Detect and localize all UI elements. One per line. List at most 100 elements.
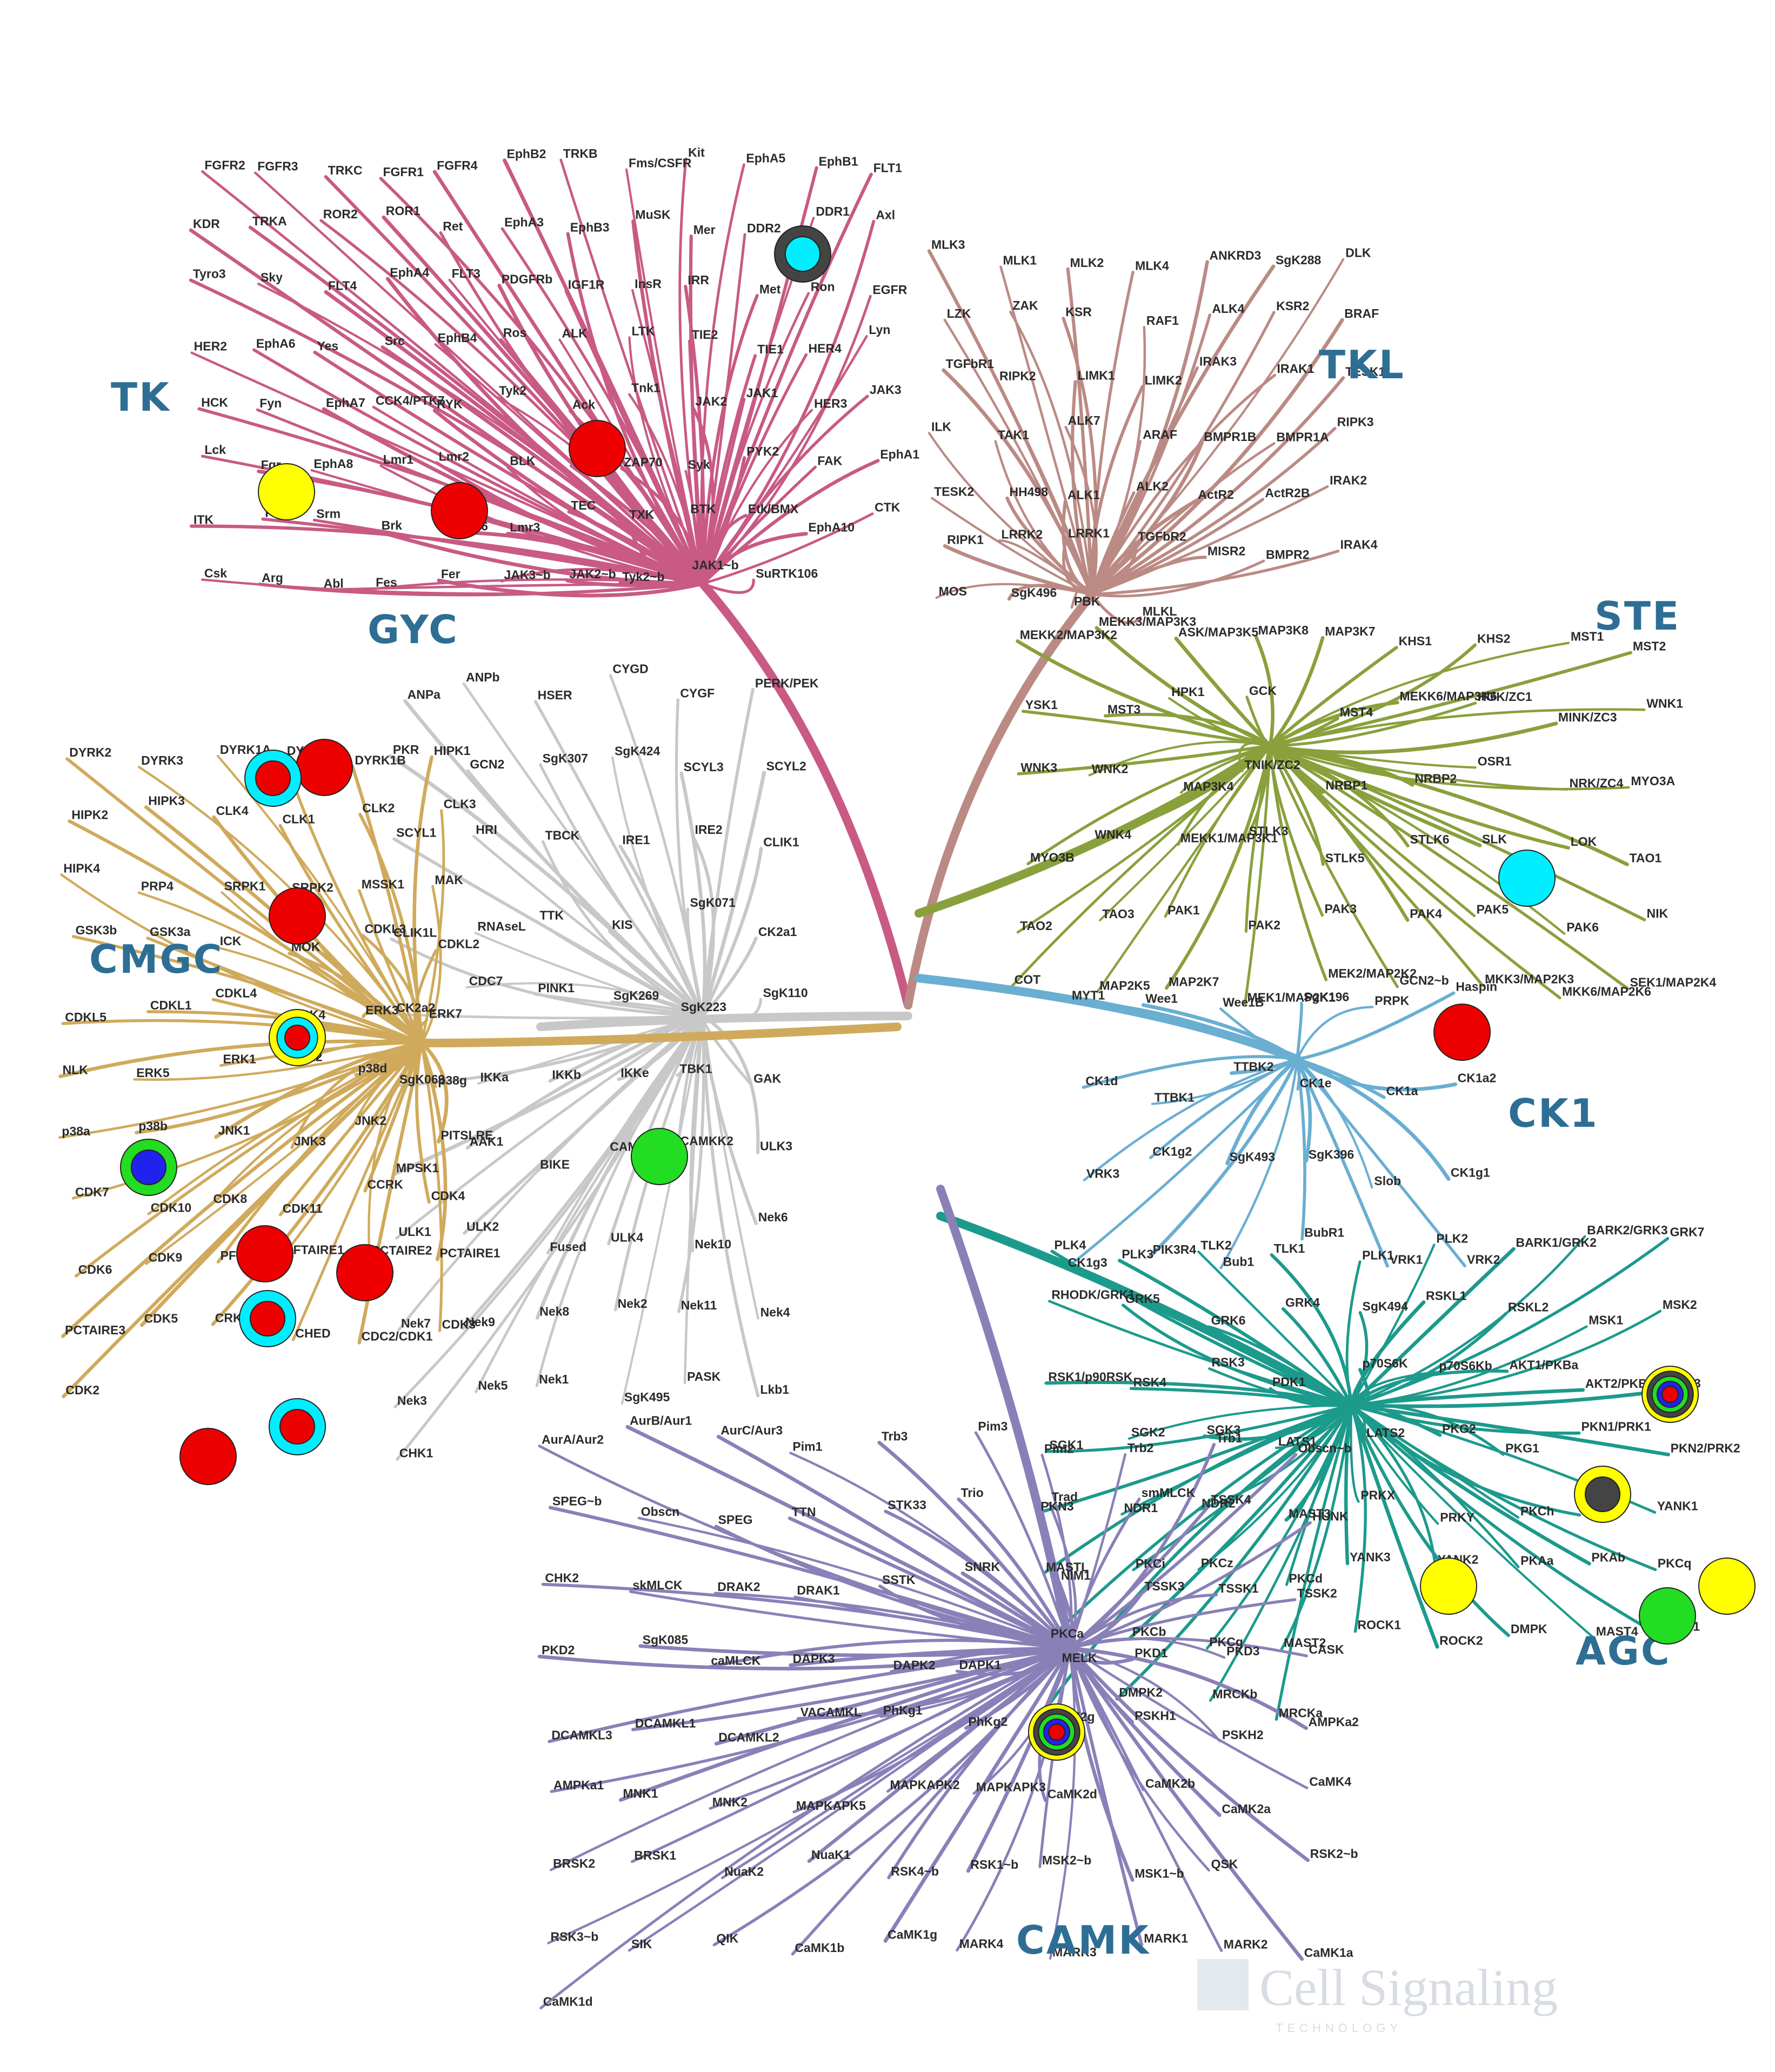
branch-cmgc [60,873,423,1045]
kinase-label: MAPKAPK2 [890,1778,960,1792]
branch-other [396,1014,704,1461]
kinase-label: BMPR1B [1204,430,1256,444]
branch-cmgc [362,1010,424,1045]
kinase-label: PAK5 [1477,903,1509,917]
kinase-label: ActR2 [1198,487,1233,502]
kinase-label: STLK6 [1410,832,1450,846]
kinase-label: MST3 [1107,703,1140,717]
kinase-label: Bub1 [1223,1254,1254,1268]
kinase-label: ROCK1 [1357,1618,1401,1632]
branch-ste [1238,741,1272,773]
branch-tkl [1007,584,1094,601]
branch-agc [1350,1403,1360,1503]
kinase-label: ANPa [408,687,441,701]
kinase-label: SgK071 [690,895,736,910]
kinase-label: MLK2 [1070,256,1104,270]
kinase-label: Nek2 [618,1296,648,1311]
kinase-label: RAF1 [1146,313,1179,327]
branch-other [700,771,766,1018]
branch-agc [1274,1403,1353,1721]
kinase-label: KSR [1065,305,1092,319]
branch-ste [1269,708,1646,747]
branch-ck1 [1295,1057,1389,1268]
branch-tk [432,409,705,586]
kinase-label: PSKH1 [1135,1709,1176,1723]
kinase-label: MOS [939,584,967,598]
branch-cmgc [61,1041,424,1339]
kinase-label: MSSK1 [362,877,404,891]
kinase-label: BRSK2 [553,1856,595,1870]
branch-ste [1022,710,1272,747]
branch-tkl [1090,499,1198,597]
inhibitor-marker-ring [1585,1476,1620,1512]
kinase-label: GSK3a [150,925,191,939]
branch-agc [1350,1403,1439,1525]
kinase-label: ICK [220,934,242,948]
kinase-label: EphA1 [880,447,919,461]
kinase-label: AurC/Aur3 [720,1423,783,1437]
kinase-label: VACAMKL [800,1705,862,1719]
kinase-label: COT [1015,972,1041,986]
branch-ste [1269,744,1562,1000]
kinase-label: IRAK3 [1199,355,1237,369]
kinase-label: SEK1/MAP2K4 [1630,975,1716,989]
branch-agc [1350,1371,1438,1407]
kinase-label: YANK1 [1657,1499,1698,1513]
kinase-label: PAK6 [1566,920,1599,934]
family-label-tkl: TKL [1319,342,1405,387]
kinase-label: TIE2 [692,327,718,342]
branch-ste [1096,744,1272,993]
branch-agc [1197,1250,1353,1407]
kinase-label: EphB2 [507,147,546,161]
kinase-label: NDR1 [1124,1501,1158,1515]
branch-tkl [999,265,1093,596]
branch-ste [1268,700,1399,748]
branch-ste [1177,744,1272,846]
kinase-label: ULK4 [611,1231,643,1245]
kinase-label: ANKRD3 [1210,249,1262,263]
kinase-label: Nek3 [397,1393,427,1407]
kinase-label: Abl [324,577,344,591]
kinase-label: CDKL5 [65,1010,106,1024]
branch-other [465,1014,705,1150]
kinase-label: ERK5 [136,1066,170,1080]
branch-camk [548,1506,1072,1650]
kinase-label: EphA5 [746,151,785,165]
branch-tkl [1090,593,1142,625]
kinase-label: PRPK [1374,993,1409,1007]
kinase-label: MAP2K7 [1169,974,1219,988]
kinase-label: SgK424 [615,744,660,758]
kinase-label: DYRK1B [355,753,406,767]
kinase-label: SGK2 [1131,1425,1165,1439]
branch-camk [1069,1637,1308,1657]
kinase-label: SgK494 [1363,1299,1409,1313]
kinase-label: p38d [358,1061,388,1075]
kinase-label: TAK1 [998,428,1030,442]
kinase-label: Tyk2 [499,384,526,398]
kinase-label: MAK [435,873,463,887]
inhibitor-marker-ring [255,760,291,796]
branch-ste [1269,744,1484,987]
kinase-label: FAK [817,453,842,467]
branch-camk [637,1516,1072,1650]
branch-tkl [1090,426,1337,596]
branch-ste [1269,744,1630,791]
kinase-label: AurB/Aur1 [630,1413,692,1427]
kinase-label: TXK [629,507,654,522]
kinase-label: CK2a1 [758,925,797,939]
kinase-label: HIPK2 [71,807,108,821]
kinase-label: Fused [550,1240,586,1254]
family-labels-layer: TK TKL STE GYC CMGC CK1 AGC CAMK [89,342,1679,1963]
kinase-label: VRK3 [1086,1167,1119,1181]
kinase-label: IGF1R [568,278,605,292]
kinase-label: MYO3B [1030,850,1075,864]
inhibitor-marker-ring [1661,1386,1679,1403]
kinase-label: EphA10 [808,520,855,534]
branch-tkl [1090,373,1277,596]
kinase-label: EphA4 [390,265,429,279]
kinase-label: PKCz [1201,1556,1233,1570]
kinase-label: Ack [572,398,595,412]
inhibitor-marker-ring [269,887,326,945]
kinase-label: CDKL4 [215,986,257,1000]
branch-camk [630,1647,1072,1863]
